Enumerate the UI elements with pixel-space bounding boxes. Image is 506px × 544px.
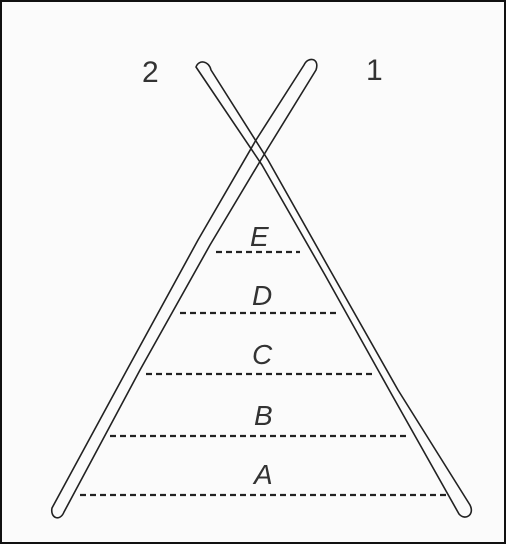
rung-label-c: C bbox=[252, 339, 273, 370]
pole-1 bbox=[52, 59, 317, 517]
pole-2 bbox=[196, 62, 471, 517]
rung-label-d: D bbox=[252, 280, 272, 311]
rung-label-e: E bbox=[250, 221, 269, 252]
rung-label-b: B bbox=[254, 400, 273, 431]
rung-label-a: A bbox=[252, 459, 273, 490]
pole-label-2: 2 bbox=[142, 56, 159, 89]
pole-label-1: 1 bbox=[366, 54, 383, 87]
